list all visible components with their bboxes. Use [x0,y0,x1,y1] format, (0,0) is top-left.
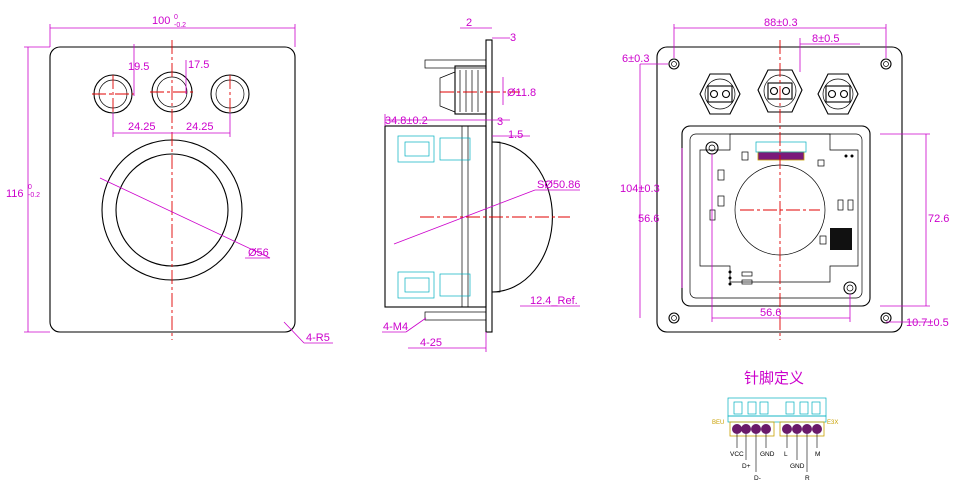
pin-tag-right: E3X [827,420,838,426]
rear-connector-left [699,73,741,115]
pin-label-vcc: VCC [730,451,744,458]
flange-thickness-dim: 3 [510,32,516,44]
pin-d-minus [751,424,761,434]
pcb-hole-y-dim: 56.6 [638,213,659,225]
pin-d-plus [741,424,751,434]
rear-panel-outline [656,46,903,333]
pin-label-d-minus: D- [754,475,761,482]
pin-m [812,424,822,434]
pin-vcc [732,424,742,434]
corner-radius-dim: 4-R5 [306,332,330,344]
step-3-dim: 3 [497,116,503,128]
bottom-offset-dim: 10.7±0.5 [906,317,949,329]
connector-diameter-dim: Ø11.8 [507,87,536,99]
side-plate [485,39,493,333]
ball-diameter-dim: Ø56 [248,247,269,259]
pin-label-l: L [784,451,788,458]
pin-definition: 针脚定义 BEU E3X VCC GND L M D+ [712,369,838,482]
front-panel-outline [49,46,296,333]
pin-l [782,424,792,434]
front-width-dim: 100 [152,15,170,27]
hole-span-y-dim: 104±0.3 [620,183,660,195]
svg-text:0: 0 [28,184,32,191]
front-height-dim: 116 [6,188,24,200]
rear-connector-right [817,73,859,115]
svg-text:-0.2: -0.2 [174,22,186,29]
pin-r [802,424,812,434]
pin-label-gnd-2: GND [790,463,805,470]
step-1-5-dim: 1.5 [508,129,523,141]
front-view: 100 0 -0.2 116 0 -0.2 19.5 17.5 24.25 24… [6,14,333,344]
screw-length-dim: 4-25 [420,337,442,349]
side-body [384,125,487,308]
pin-tag-left: BEU [712,420,724,426]
hole-span-x-dim: 88±0.3 [764,17,798,29]
ball-sphere-dim: SØ50.86 [537,179,580,191]
pin-gnd-1 [761,424,771,434]
hole-pitch-left: 24.25 [128,121,156,133]
pin-label-d-plus: D+ [742,463,751,470]
screw-thread-dim: 4-M4 [383,321,408,333]
side-view: 2 3 Ø11.8 34.8±0.2 3 1.5 SØ50.86 12.4_Re… [382,17,580,352]
pin-label-m: M [815,451,820,458]
plate-thickness-dim: 2 [466,17,472,29]
hole-offset-1: 19.5 [128,61,149,73]
pcb-hole-x-dim: 56.6 [760,307,781,319]
hole-pitch-right: 24.25 [186,121,214,133]
edge-offset-dim: 6±0.3 [622,53,649,65]
pin-gnd-2 [792,424,802,434]
sensor-chip [830,228,852,250]
body-length-dim: 34.8±0.2 [385,115,428,127]
svg-text:-0.2: -0.2 [28,192,40,199]
connector-offset-dim: 8±0.5 [812,33,839,45]
pcb-height-dim: 72.6 [928,213,949,225]
rear-view: 88±0.3 8±0.5 6±0.3 104±0.3 56.6 72.6 56.… [620,17,949,340]
ball-protrusion-dim: 12.4_Ref. [530,295,578,307]
hole-offset-2: 17.5 [188,59,209,71]
pin-label-gnd-1: GND [760,451,775,458]
pin-definition-title: 针脚定义 [744,369,804,387]
pin-label-r: R [805,475,810,482]
svg-text:0: 0 [174,14,178,21]
rear-header-connector [757,151,805,161]
pcb-outline [699,133,859,283]
